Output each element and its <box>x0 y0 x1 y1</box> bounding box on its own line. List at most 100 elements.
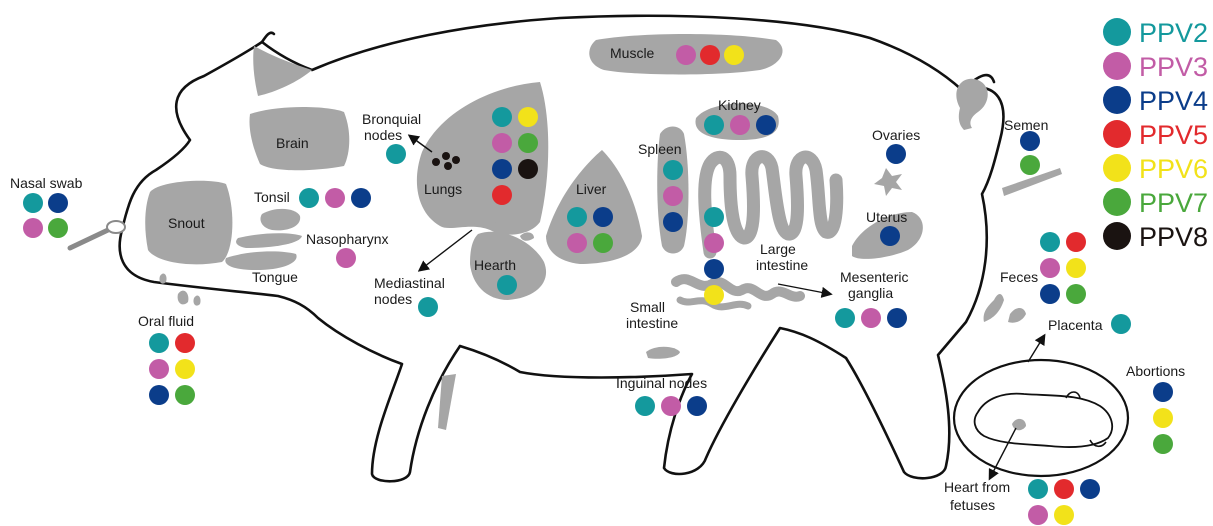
legend-swatch-ppv5 <box>1103 120 1131 148</box>
dot-liver-ppv7 <box>593 233 613 253</box>
label-bronquial-nodes-line1: Bronquial <box>362 111 421 127</box>
bronquial-node-dot <box>432 158 440 166</box>
dot-nasal-swab-ppv7 <box>48 218 68 238</box>
label-nasopharynx: Nasopharynx <box>306 231 389 247</box>
legend-swatch-ppv3 <box>1103 52 1131 80</box>
dot-oral-fluid-ppv5 <box>175 333 195 353</box>
dot-hearth-ppv2 <box>497 275 517 295</box>
fetus-illustration <box>954 360 1128 476</box>
dot-inguinal-nodes-ppv2 <box>635 396 655 416</box>
label-bronquial-nodes-line2: nodes <box>364 127 402 143</box>
legend-label-ppv6: PPV6 <box>1139 154 1208 184</box>
dot-tonsil-ppv4 <box>351 188 371 208</box>
label-ovaries: Ovaries <box>872 127 920 143</box>
dot-feces-ppv6 <box>1066 258 1086 278</box>
label-large-intestine-line1: Large <box>760 241 796 257</box>
label-spleen: Spleen <box>638 141 682 157</box>
dot-bronquial-nodes-ppv2 <box>386 144 406 164</box>
mediastinal-arrow <box>420 230 472 270</box>
organs <box>145 34 1062 430</box>
label-inguinal-nodes: Inguinal nodes <box>616 375 707 391</box>
dot-lungs-ppv6 <box>518 107 538 127</box>
dot-inguinal-nodes-ppv4 <box>687 396 707 416</box>
label-nasal-swab: Nasal swab <box>10 175 83 191</box>
label-feces: Feces <box>1000 269 1038 285</box>
dot-oral-fluid-ppv6 <box>175 359 195 379</box>
dot-mediastinal-nodes-ppv2 <box>418 297 438 317</box>
label-abortions: Abortions <box>1126 363 1185 379</box>
small-intestine-coils <box>676 279 800 297</box>
label-tonsil: Tonsil <box>254 189 290 205</box>
dot-oral-fluid-ppv3 <box>149 359 169 379</box>
bronquial-node-dot <box>452 156 460 164</box>
label-liver: Liver <box>576 181 607 197</box>
dot-abortions-ppv4 <box>1153 382 1173 402</box>
dot-nasal-swab-ppv3 <box>23 218 43 238</box>
label-mesenteric-ganglia-line1: Mesenteric <box>840 269 908 285</box>
dot-lungs-ppv5 <box>492 185 512 205</box>
dot-spleen-ppv3 <box>663 186 683 206</box>
dot-oral-fluid-ppv4 <box>149 385 169 405</box>
nasal-swab-instrument <box>70 221 125 248</box>
dot-spleen-ppv4 <box>663 212 683 232</box>
label-muscle: Muscle <box>610 45 655 61</box>
legend-swatch-ppv4 <box>1103 86 1131 114</box>
pig-ear-tip <box>262 33 274 42</box>
nasopharynx-organ <box>236 233 302 248</box>
dot-kidney-ppv3 <box>730 115 750 135</box>
fetus-outline <box>975 394 1113 447</box>
dot-ovaries-ppv4 <box>886 144 906 164</box>
legend-label-ppv4: PPV4 <box>1139 86 1208 116</box>
dot-inguinal-nodes-ppv3 <box>661 396 681 416</box>
label-heart-from-fetuses-line1: Heart from <box>944 479 1010 495</box>
dot-spleen-ppv2 <box>663 160 683 180</box>
dot-oral-fluid-ppv7 <box>175 385 195 405</box>
label-small-intestine-line2: intestine <box>626 315 678 331</box>
feces-shape-2 <box>1008 308 1026 323</box>
label-placenta: Placenta <box>1048 317 1103 333</box>
label-semen: Semen <box>1004 117 1048 133</box>
dot-mesenteric-ganglia-ppv3 <box>861 308 881 328</box>
placenta-oval <box>954 360 1128 476</box>
dot-liver-ppv3 <box>567 233 587 253</box>
label-mediastinal-nodes-line1: Mediastinal <box>374 275 445 291</box>
dot-tonsil-ppv3 <box>325 188 345 208</box>
dot-oral-fluid-ppv2 <box>149 333 169 353</box>
dot-kidney-ppv2 <box>704 115 724 135</box>
dot-lungs-ppv7 <box>518 133 538 153</box>
legend-label-ppv7: PPV7 <box>1139 188 1208 218</box>
legend-label-ppv3: PPV3 <box>1139 52 1208 82</box>
dot-feces-ppv3 <box>1040 258 1060 278</box>
label-mediastinal-nodes-line2: nodes <box>374 291 412 307</box>
dot-kidney-ppv4 <box>756 115 776 135</box>
legend-swatch-ppv6 <box>1103 154 1131 182</box>
dot-feces-ppv5 <box>1066 232 1086 252</box>
dot-mesenteric-ganglia-ppv4 <box>887 308 907 328</box>
label-hearth: Hearth <box>474 257 516 273</box>
bronquial-node-dot <box>444 162 452 170</box>
dot-nasal-swab-ppv2 <box>23 193 43 213</box>
dot-heart-from-fetuses-ppv3 <box>1028 505 1048 525</box>
label-large-intestine-line2: intestine <box>756 257 808 273</box>
dot-muscle-ppv3 <box>676 45 696 65</box>
dot-lungs-ppv4 <box>492 159 512 179</box>
dot-semen-ppv4 <box>1020 131 1040 151</box>
dot-large-intestine-ppv6 <box>704 285 724 305</box>
placenta-arrow <box>1028 336 1044 362</box>
label-tongue: Tongue <box>252 269 298 285</box>
legend-label-ppv8: PPV8 <box>1139 222 1208 252</box>
label-brain: Brain <box>276 135 309 151</box>
dot-large-intestine-ppv2 <box>704 207 724 227</box>
dot-muscle-ppv6 <box>724 45 744 65</box>
dot-feces-ppv7 <box>1066 284 1086 304</box>
large-intestine-coils <box>705 157 837 252</box>
oral-fluid-drop-1 <box>159 274 166 284</box>
dot-lungs-ppv8 <box>518 159 538 179</box>
tonsil-organ <box>260 209 300 230</box>
label-kidney: Kidney <box>718 97 761 113</box>
oral-fluid-drop-2 <box>178 291 189 305</box>
hoof-leg-shape <box>438 374 456 430</box>
tongue-organ <box>225 251 296 270</box>
